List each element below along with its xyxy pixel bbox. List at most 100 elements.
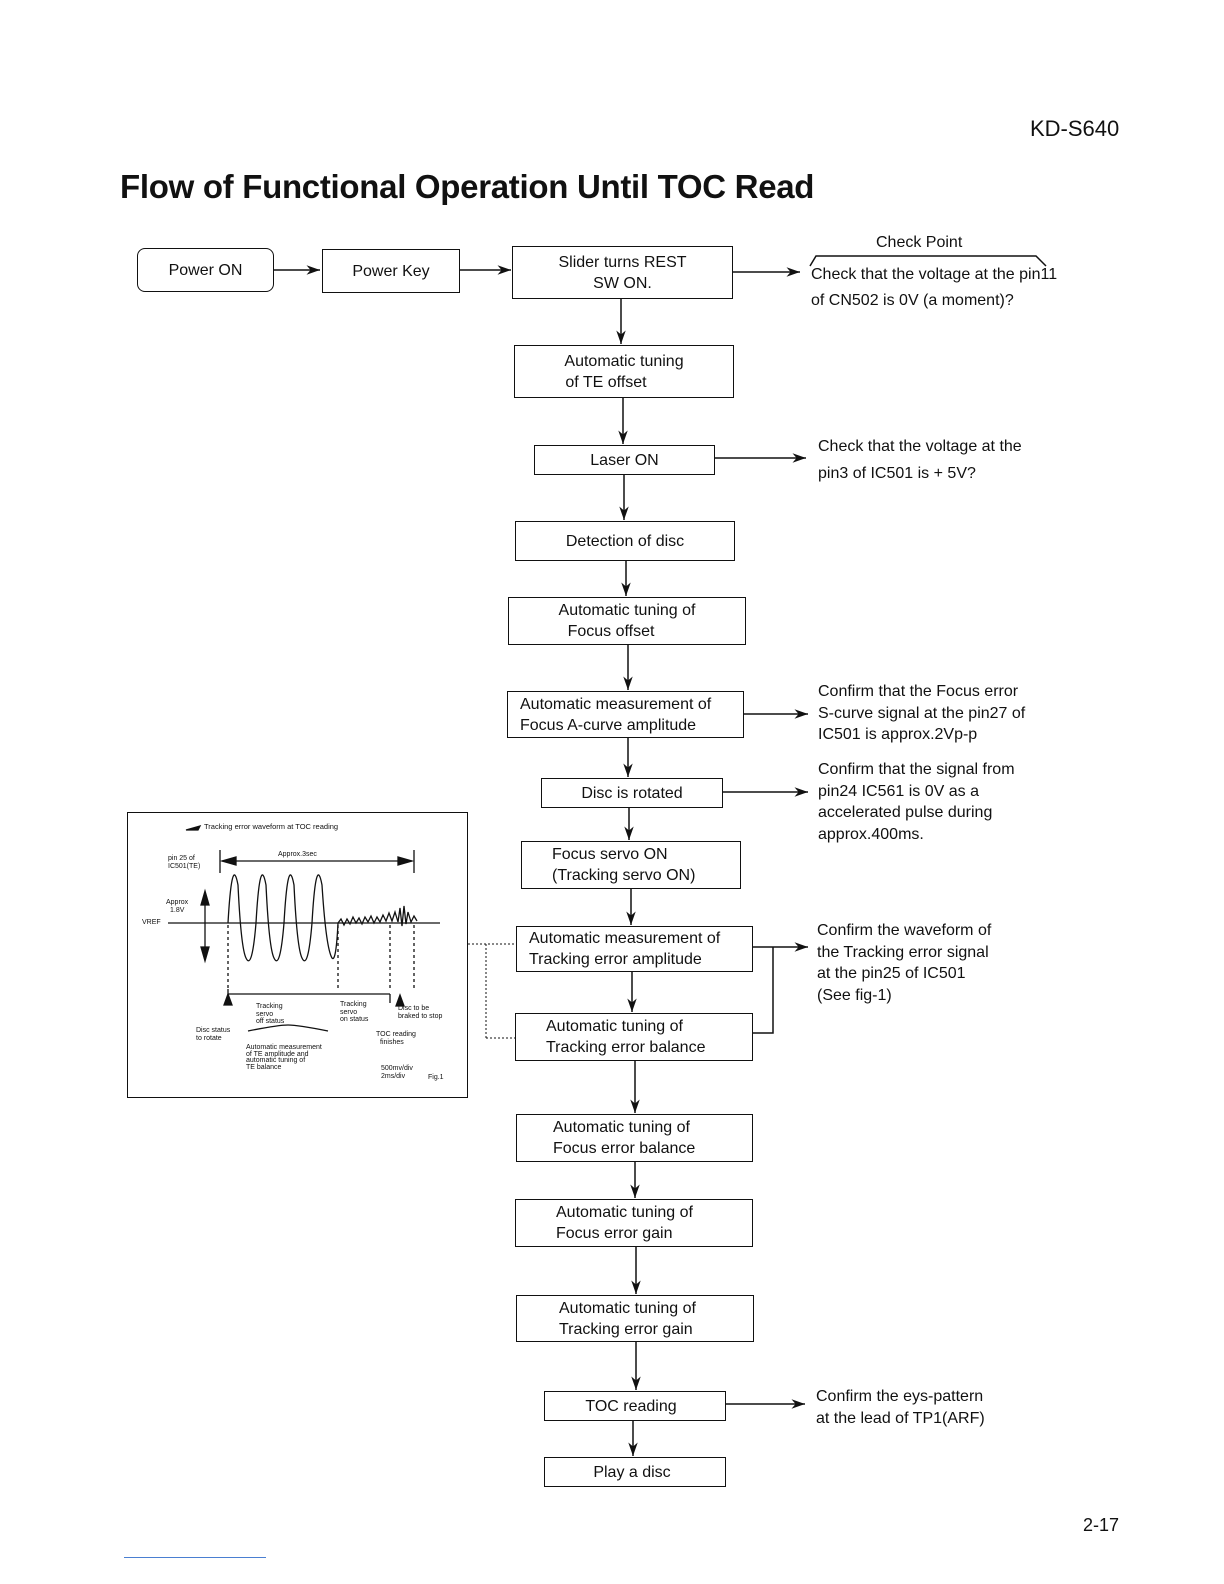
note-tracking-line-2: the Tracking error signal bbox=[817, 943, 989, 961]
a-curve-box: Automatic measurement of Focus A-curve a… bbox=[507, 691, 744, 738]
note-eye-line-1: Confirm the eys-pattern bbox=[816, 1388, 984, 1405]
figure-auto-measure-1: Automatic measurement bbox=[246, 1044, 322, 1051]
fe-gain-line-1: Automatic tuning of bbox=[556, 1204, 693, 1221]
focus-offset-line-1: Automatic tuning of bbox=[558, 602, 696, 619]
figure-pin-label: pin 25 of IC501(TE) bbox=[168, 855, 200, 870]
figure-tracking-off: Tracking servo off status bbox=[256, 1003, 284, 1026]
figure-auto-measure-2: of TE amplitude and bbox=[246, 1050, 309, 1058]
figure-tracking-off-2: servo bbox=[256, 1010, 274, 1018]
page-number: 2-17 bbox=[1083, 1515, 1120, 1535]
detection-label: Detection of disc bbox=[565, 532, 685, 550]
note-tracking-line-1: Confirm the waveform of bbox=[817, 922, 992, 939]
toc-reading-label: TOC reading bbox=[585, 1397, 677, 1415]
figure-approx-line-2: 1.8V bbox=[170, 906, 185, 914]
te-gain-line-2: Tracking error gain bbox=[559, 1320, 693, 1338]
focus-servo-line-1: Focus servo ON bbox=[552, 846, 668, 863]
laser-on-label: Laser ON bbox=[590, 451, 659, 469]
play-disc-label: Play a disc bbox=[593, 1463, 671, 1481]
note-focus-error-line-1: Confirm that the Focus error bbox=[818, 683, 1019, 700]
te-balance-line-2: Tracking error balance bbox=[546, 1039, 706, 1056]
figure-disc-rotate-1: Disc status bbox=[196, 1027, 231, 1034]
check-point-label: Check Point bbox=[876, 234, 963, 251]
slider-box: Slider turns REST SW ON. bbox=[512, 246, 733, 299]
disc-rotated-label: Disc is rotated bbox=[581, 784, 683, 802]
figure-label: Fig.1 bbox=[428, 1074, 444, 1081]
note-tracking-line-3: at the pin25 of IC501 bbox=[817, 965, 966, 982]
figure-disc-stop: Disc to be braked to stop bbox=[398, 1005, 442, 1020]
figure-toc-finishes: TOC reading finishes bbox=[376, 1031, 416, 1046]
figure-disc-stop-2: braked to stop bbox=[398, 1012, 443, 1020]
note-ic561-line-4: approx.400ms. bbox=[818, 825, 924, 843]
detection-box: Detection of disc bbox=[515, 521, 735, 561]
figure-tracking-off-3: off status bbox=[256, 1018, 285, 1025]
laser-on-box: Laser ON bbox=[534, 445, 715, 475]
note-focus-error: Confirm that the Focus error S-curve sig… bbox=[818, 681, 1025, 746]
figure-disc-rotate: Disc status to rotate bbox=[196, 1027, 230, 1042]
note-tracking-line-4: (See fig-1) bbox=[817, 986, 892, 1004]
fe-balance-line-2: Focus error balance bbox=[553, 1140, 696, 1157]
figure-auto-measure-4: TE balance bbox=[246, 1063, 282, 1071]
te-balance-box: Automatic tuning of Tracking error balan… bbox=[515, 1013, 753, 1061]
power-key-box: Power Key bbox=[322, 249, 460, 293]
te-gain-box: Automatic tuning of Tracking error gain bbox=[516, 1295, 754, 1342]
fe-balance-box: Automatic tuning of Focus error balance bbox=[516, 1114, 753, 1162]
figure-tracking-on-1: Tracking bbox=[340, 1001, 367, 1008]
figure-tracking-on: Tracking servo on status bbox=[340, 1001, 368, 1024]
figure-toc-finishes-2: finishes bbox=[380, 1038, 404, 1046]
power-key-label: Power Key bbox=[352, 262, 430, 280]
te-amplitude-box: Automatic measurement of Tracking error … bbox=[516, 926, 753, 972]
note-ic501-pin3: Check that the voltage at the pin3 of IC… bbox=[818, 433, 1022, 487]
te-offset-line-2: of TE offset bbox=[565, 373, 647, 391]
waveform-drawing bbox=[168, 824, 440, 1032]
figure-scale: 500mv/div 2ms/div bbox=[381, 1065, 413, 1080]
note-eye-pattern: Confirm the eys-pattern at the lead of T… bbox=[816, 1386, 985, 1429]
page-title: Flow of Functional Operation Until TOC R… bbox=[120, 168, 815, 205]
note-focus-error-line-3: IC501 is approx.2Vp-p bbox=[818, 726, 978, 743]
figure-disc-rotate-2: to rotate bbox=[196, 1034, 222, 1042]
note-ic501-pin3-line-2: pin3 of IC501 is + 5V? bbox=[818, 465, 976, 482]
te-amplitude-line-2: Tracking error amplitude bbox=[529, 951, 702, 968]
note-cn502-line-1: Check that the voltage at the pin11 bbox=[811, 266, 1058, 283]
fe-gain-box: Automatic tuning of Focus error gain bbox=[515, 1199, 753, 1247]
note-ic561-line-1: Confirm that the signal from bbox=[818, 761, 1015, 778]
figure-tracking-on-2: servo bbox=[340, 1008, 358, 1016]
slider-line-1: Slider turns REST bbox=[558, 253, 687, 271]
footer-rule bbox=[124, 1557, 266, 1558]
note-focus-error-line-2: S-curve signal at the pin27 of bbox=[818, 704, 1026, 722]
note-ic561-line-2: pin24 IC561 is 0V as a bbox=[818, 782, 979, 800]
a-curve-line-2: Focus A-curve amplitude bbox=[520, 716, 697, 734]
focus-servo-line-2: (Tracking servo ON) bbox=[552, 867, 696, 884]
figure-vref: VREF bbox=[142, 919, 161, 926]
figure-title: Tracking error waveform at TOC reading bbox=[204, 822, 339, 831]
figure-approx-3sec: Approx.3sec bbox=[278, 851, 317, 858]
note-ic561: Confirm that the signal from pin24 IC561… bbox=[818, 759, 1015, 845]
power-on-box: Power ON bbox=[137, 248, 274, 292]
figure-pin-line-2: IC501(TE) bbox=[168, 862, 201, 870]
figure-auto-measure-3: automatic tuning of bbox=[246, 1057, 306, 1064]
note-cn502-line-2: of CN502 is 0V (a moment)? bbox=[811, 292, 1014, 309]
focus-servo-box: Focus servo ON (Tracking servo ON) bbox=[521, 841, 741, 889]
slider-line-2: SW ON. bbox=[593, 274, 652, 292]
figure-toc-finishes-1: TOC reading bbox=[376, 1031, 416, 1038]
figure-auto-measure: Automatic measurement of TE amplitude an… bbox=[246, 1044, 322, 1071]
te-balance-line-1: Automatic tuning of bbox=[546, 1018, 683, 1035]
figure-tracking-off-1: Tracking bbox=[256, 1003, 283, 1010]
note-cn502: Check that the voltage at the pin11 of C… bbox=[811, 262, 1057, 314]
fe-balance-line-1: Automatic tuning of bbox=[553, 1119, 690, 1136]
figure-scale-1: 500mv/div bbox=[381, 1065, 413, 1072]
te-amplitude-line-1: Automatic measurement of bbox=[529, 930, 721, 947]
a-curve-line-1: Automatic measurement of bbox=[520, 695, 712, 713]
fe-gain-line-2: Focus error gain bbox=[556, 1225, 673, 1242]
focus-offset-line-2: Focus offset bbox=[567, 623, 655, 640]
focus-offset-box: Automatic tuning of Focus offset bbox=[508, 597, 746, 645]
note-tracking: Confirm the waveform of the Tracking err… bbox=[817, 920, 991, 1006]
figure-disc-stop-1: Disc to be bbox=[398, 1005, 430, 1012]
figure-approx-18v: Approx 1.8V bbox=[166, 899, 188, 914]
play-disc-box: Play a disc bbox=[544, 1457, 726, 1487]
te-offset-line-1: Automatic tuning bbox=[564, 352, 684, 370]
figure-approx-line-1: Approx bbox=[166, 899, 189, 906]
figure-tracking-on-3: on status bbox=[340, 1016, 369, 1023]
te-gain-line-1: Automatic tuning of bbox=[559, 1299, 696, 1317]
tracking-waveform-figure: Tracking error waveform at TOC reading p… bbox=[127, 812, 468, 1098]
